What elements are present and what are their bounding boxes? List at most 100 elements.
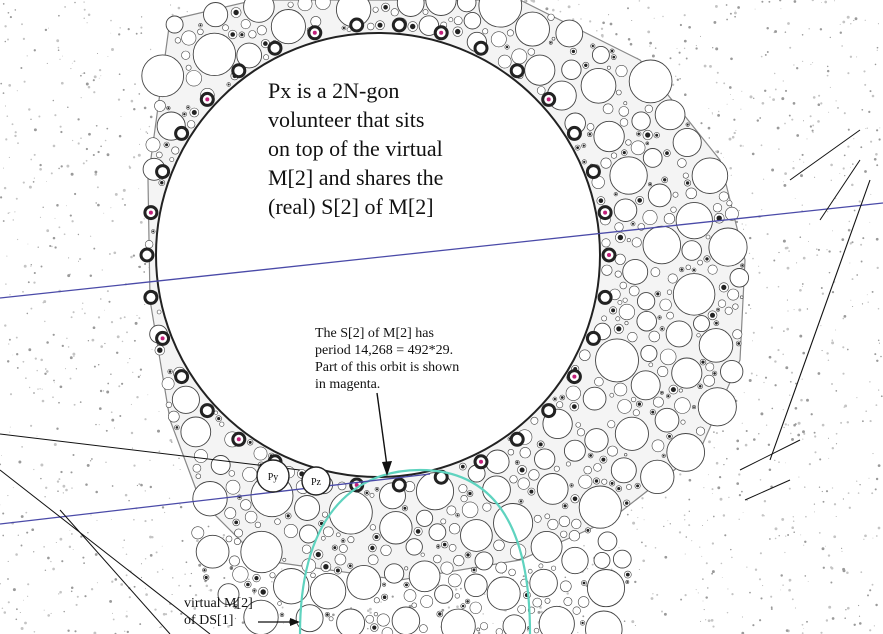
speckle-dot — [608, 14, 610, 16]
speckle-dot — [74, 630, 77, 633]
speckle-dot — [140, 32, 143, 34]
magenta-orbit-point — [148, 210, 153, 215]
packing-circle — [614, 270, 622, 278]
packing-circle — [685, 187, 697, 200]
speckle-dot — [129, 358, 131, 360]
speckle-dot — [281, 568, 283, 570]
speckle-dot — [9, 212, 11, 213]
speckle-dot — [774, 360, 777, 363]
speckle-dot — [671, 83, 675, 86]
speckle-dot — [88, 132, 91, 136]
packing-dot — [403, 506, 407, 510]
speckle-dot — [662, 15, 664, 18]
virtual-m2-cyan-arc — [298, 468, 532, 634]
speckle-dot — [53, 379, 55, 382]
speckle-dot — [849, 55, 853, 58]
speckle-dot — [860, 146, 863, 149]
speckle-dot — [816, 248, 818, 250]
speckle-dot — [93, 75, 97, 79]
speckle-dot — [107, 382, 110, 385]
circle-packing — [141, 0, 750, 634]
packing-dot — [234, 520, 239, 525]
speckle-dot — [730, 174, 732, 176]
speckle-dot — [583, 544, 585, 547]
speckle-dot — [819, 28, 823, 31]
speckle-dot — [752, 331, 755, 334]
packing-dot — [519, 500, 523, 503]
speckle-dot — [369, 607, 372, 611]
speckle-dot — [842, 167, 845, 170]
packing-circle — [509, 475, 518, 484]
speckle-dot — [160, 626, 162, 628]
packing-circle — [615, 65, 628, 78]
packing-dot — [576, 146, 579, 150]
speckle-dot — [223, 576, 226, 580]
speckle-dot — [788, 250, 790, 252]
speckle-dot — [61, 344, 64, 348]
packing-dot — [516, 461, 519, 464]
packing-dot — [191, 110, 197, 115]
speckle-dot — [83, 72, 86, 75]
packing-circle — [691, 157, 729, 194]
speckle-dot — [632, 521, 636, 525]
speckle-dot — [140, 128, 141, 130]
packing-dot — [157, 347, 163, 353]
speckle-dot — [12, 354, 14, 356]
speckle-dot — [748, 379, 752, 382]
speckle-dot — [827, 554, 831, 557]
packing-circle — [449, 523, 461, 535]
speckle-dot — [821, 292, 825, 295]
packing-circle — [561, 546, 589, 575]
packing-circle — [506, 29, 514, 37]
speckle-dot — [741, 490, 743, 493]
packing-dot — [668, 434, 671, 438]
speckle-dot — [683, 14, 686, 17]
speckle-dot — [131, 447, 133, 449]
speckle-dot — [121, 382, 124, 385]
speckle-dot — [185, 561, 188, 564]
speckle-dot — [23, 264, 27, 268]
speckle-dot — [65, 205, 67, 207]
speckle-dot — [54, 114, 57, 117]
packing-circle — [594, 377, 604, 387]
packing-dot — [631, 222, 635, 225]
speckle-dot — [819, 458, 822, 461]
speckle-dot — [869, 420, 872, 423]
speckle-dot — [803, 432, 806, 435]
packing-circle — [572, 606, 581, 615]
packing-circle — [584, 428, 609, 453]
speckle-dot — [7, 11, 10, 14]
packing-circle — [622, 297, 628, 303]
packing-circle — [626, 484, 632, 490]
speckle-dot — [21, 445, 24, 448]
speckle-dot — [641, 497, 644, 500]
speckle-dot — [861, 303, 864, 305]
speckle-dot — [447, 606, 451, 609]
speckle-dot — [649, 45, 651, 47]
packing-dot — [616, 326, 622, 332]
packing-dot — [323, 564, 329, 570]
main-annotation-line-5: (real) S[2] of M[2] — [268, 194, 434, 219]
speckle-dot — [33, 468, 35, 471]
speckle-dot — [833, 535, 837, 539]
packing-circle — [586, 569, 626, 608]
packing-circle — [580, 67, 617, 104]
packing-circle — [373, 611, 379, 617]
speckle-dot — [763, 381, 765, 384]
packing-dot — [203, 569, 206, 572]
packing-circle — [648, 330, 660, 343]
speckle-dot — [862, 237, 865, 240]
speckle-dot — [767, 443, 771, 447]
speckle-dot — [133, 464, 136, 467]
speckle-dot — [122, 547, 124, 549]
speckle-dot — [859, 483, 861, 486]
packing-circle — [411, 602, 417, 608]
packing-circle — [582, 386, 607, 411]
packing-circle — [565, 385, 581, 401]
speckle-dot — [869, 221, 871, 223]
speckle-dot — [81, 308, 83, 310]
packing-dot — [572, 496, 578, 502]
speckle-dot — [812, 131, 814, 134]
packing-circle — [185, 64, 192, 71]
speckle-dot — [253, 593, 255, 595]
